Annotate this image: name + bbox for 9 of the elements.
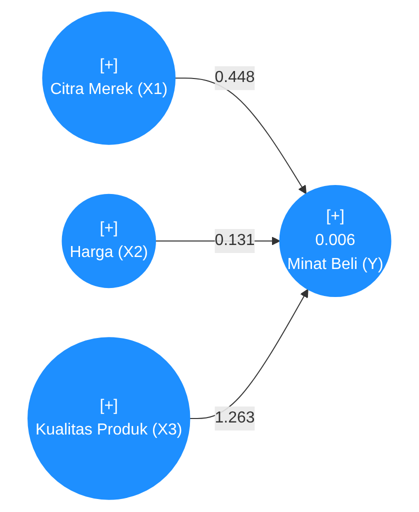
node-circle: [+] Kualitas Produk (X3) [28,337,190,500]
edge-label: 0.448 [214,70,255,87]
edge-label: 1.263 [214,410,255,427]
edge-label: 0.131 [214,232,255,250]
arrow [189,289,308,420]
arrow [174,78,307,194]
node-circle: [+] Harga (X2) [62,194,156,288]
node-circle: [+] Citra Merek (X1) [42,12,176,146]
node-circle: [+] 0.006 Minat Beli (Y) [279,185,392,298]
